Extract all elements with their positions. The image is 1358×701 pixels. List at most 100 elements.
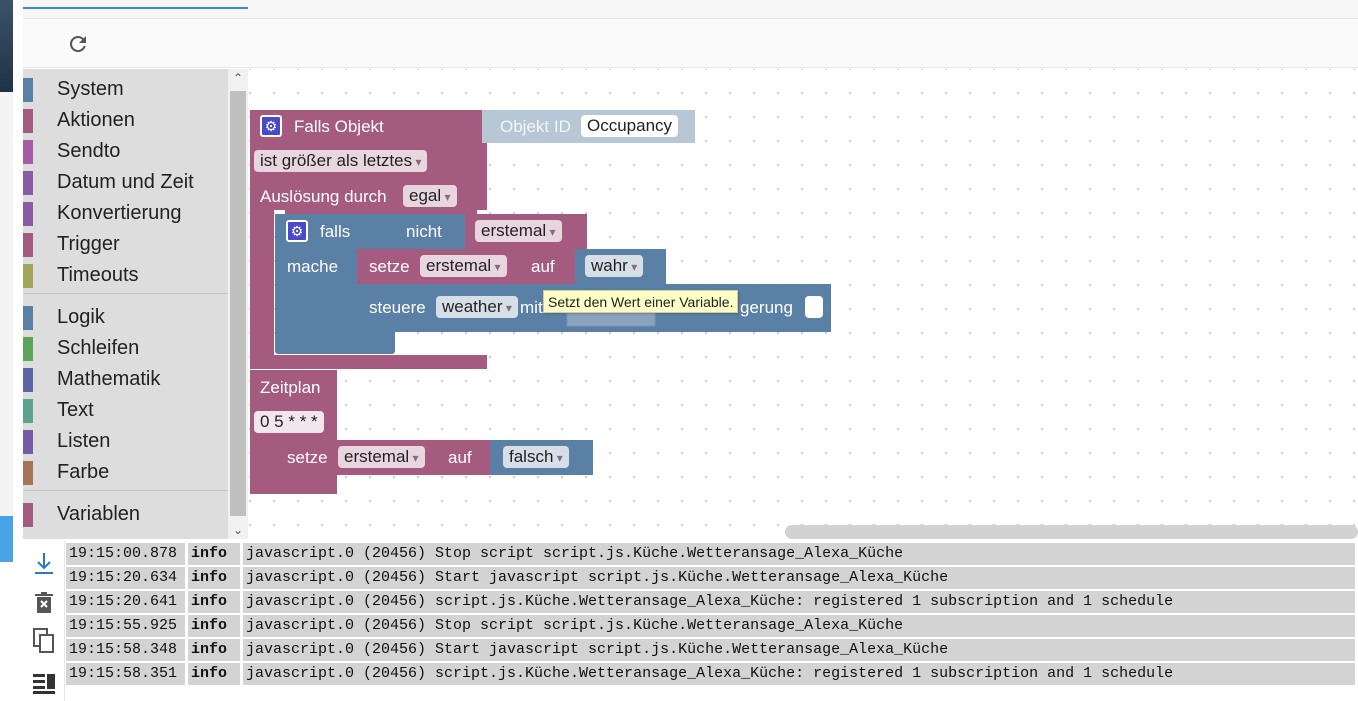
log-time: 19:15:55.925 — [66, 615, 185, 637]
log-level: info — [188, 615, 240, 637]
clear-log-button[interactable] — [30, 589, 58, 617]
category-label: Listen — [57, 430, 111, 452]
gear-icon-if[interactable]: ⚙ — [286, 220, 308, 242]
log-time: 19:15:20.641 — [66, 591, 185, 613]
toolbox-category[interactable]: Datum und Zeit — [23, 167, 228, 198]
toolbox-separator — [23, 293, 228, 294]
nicht-label: nicht — [406, 222, 442, 241]
category-label: Farbe — [57, 461, 110, 483]
toolbox-category[interactable]: Trigger — [23, 229, 228, 260]
category-color-swatch — [23, 337, 33, 361]
trash-icon — [35, 592, 53, 613]
cron-field[interactable]: 0 5 * * * — [254, 411, 324, 433]
log-toolbar — [23, 541, 65, 701]
setze-label-2: setze — [287, 448, 328, 467]
tooltip: Setzt den Wert einer Variable. — [543, 290, 739, 313]
category-color-swatch — [23, 233, 33, 257]
active-tab-indicator[interactable] — [23, 7, 248, 9]
variable-dropdown[interactable]: erstemal — [475, 220, 562, 242]
toolbox-category[interactable]: Text — [23, 395, 228, 426]
objekt-id-label: Objekt ID — [500, 117, 571, 136]
toolbox-separator — [23, 490, 228, 491]
toolbox-category[interactable]: Listen — [23, 426, 228, 457]
delay-checkbox[interactable] — [805, 296, 823, 318]
download-arrow-icon — [35, 553, 53, 574]
left-edge-dark — [0, 0, 13, 92]
gear-icon[interactable]: ⚙ — [260, 115, 282, 137]
log-level: info — [188, 543, 240, 565]
category-label: Logik — [57, 306, 105, 328]
category-label: Datum und Zeit — [57, 171, 194, 193]
log-message: javascript.0 (20456) Start javascript sc… — [243, 639, 1355, 661]
log-level: info — [188, 567, 240, 589]
objekt-id-field[interactable]: Occupancy — [581, 115, 679, 137]
false-dropdown[interactable]: falsch — [503, 446, 569, 468]
category-color-swatch — [23, 171, 33, 195]
category-label: Konvertierung — [57, 202, 182, 224]
set-variable-dropdown-2[interactable]: erstemal — [338, 446, 425, 468]
category-color-swatch — [23, 140, 33, 164]
category-color-swatch — [23, 264, 33, 288]
mit-label: mit — [520, 298, 543, 317]
setze-label: setze — [369, 257, 410, 276]
ausloesung-dropdown[interactable]: egal — [403, 185, 457, 207]
log-time: 19:15:58.351 — [66, 663, 185, 685]
falls-objekt-footer — [250, 355, 487, 369]
true-dropdown[interactable]: wahr — [585, 255, 644, 277]
toolbox-category[interactable]: Farbe — [23, 457, 228, 488]
toolbox-scrollbar[interactable]: ⌃ ⌄ — [228, 69, 248, 539]
block-shapes — [250, 110, 831, 494]
falls-label: falls — [320, 222, 351, 241]
toolbox-category[interactable]: Logik — [23, 302, 228, 333]
category-color-swatch — [23, 399, 33, 423]
toolbox-category[interactable]: Timeouts — [23, 260, 228, 291]
copy-log-button[interactable] — [30, 627, 58, 655]
category-label: Timeouts — [57, 264, 139, 286]
category-color-swatch — [23, 202, 33, 226]
toolbox-category[interactable]: Mathematik — [23, 364, 228, 395]
category-color-swatch — [23, 368, 33, 392]
toggle-details-button[interactable] — [30, 669, 58, 697]
toolbox-category[interactable]: Aktionen — [23, 105, 228, 136]
scroll-down-icon[interactable]: ⌄ — [232, 523, 244, 537]
weather-field[interactable]: weather — [436, 296, 518, 318]
log-message: javascript.0 (20456) script.js.Küche.Wet… — [243, 591, 1355, 613]
set-variable-dropdown[interactable]: erstemal — [420, 255, 507, 277]
toolbox-category[interactable]: Sendto — [23, 136, 228, 167]
log-level: info — [188, 663, 240, 685]
category-color-swatch — [23, 503, 33, 527]
category-label: Variablen — [57, 503, 141, 525]
falls-objekt-label: Falls Objekt — [294, 117, 384, 136]
scrollbar-thumb[interactable] — [230, 91, 246, 516]
scroll-to-bottom-button[interactable] — [30, 549, 58, 577]
mache-label: mache — [287, 257, 339, 276]
category-color-swatch — [23, 78, 33, 102]
workspace-h-scrollbar[interactable] — [785, 525, 1358, 539]
toolbar — [23, 20, 1358, 68]
toolbox-category[interactable]: System — [23, 74, 228, 105]
category-label: Schleifen — [57, 337, 140, 359]
tab-bar — [23, 0, 1358, 19]
log-time: 19:15:00.878 — [66, 543, 185, 565]
auf-label-2: auf — [448, 448, 472, 467]
log-level: info — [188, 591, 240, 613]
left-edge-light — [0, 92, 13, 516]
zeitplan-label: Zeitplan — [260, 378, 321, 397]
toolbox-category[interactable]: Schleifen — [23, 333, 228, 364]
auf-label: auf — [531, 257, 555, 276]
log-time: 19:15:58.348 — [66, 639, 185, 661]
toolbox-category[interactable]: Variablen — [23, 499, 228, 530]
ausloesung-label: Auslösung durch — [260, 187, 387, 206]
left-edge-accent — [0, 516, 13, 562]
toolbox-category[interactable]: Konvertierung — [23, 198, 228, 229]
category-label: Aktionen — [57, 109, 135, 131]
scroll-up-icon[interactable]: ⌃ — [232, 71, 244, 85]
condition-dropdown[interactable]: ist größer als letztes — [254, 150, 428, 172]
list-icon — [33, 674, 55, 694]
